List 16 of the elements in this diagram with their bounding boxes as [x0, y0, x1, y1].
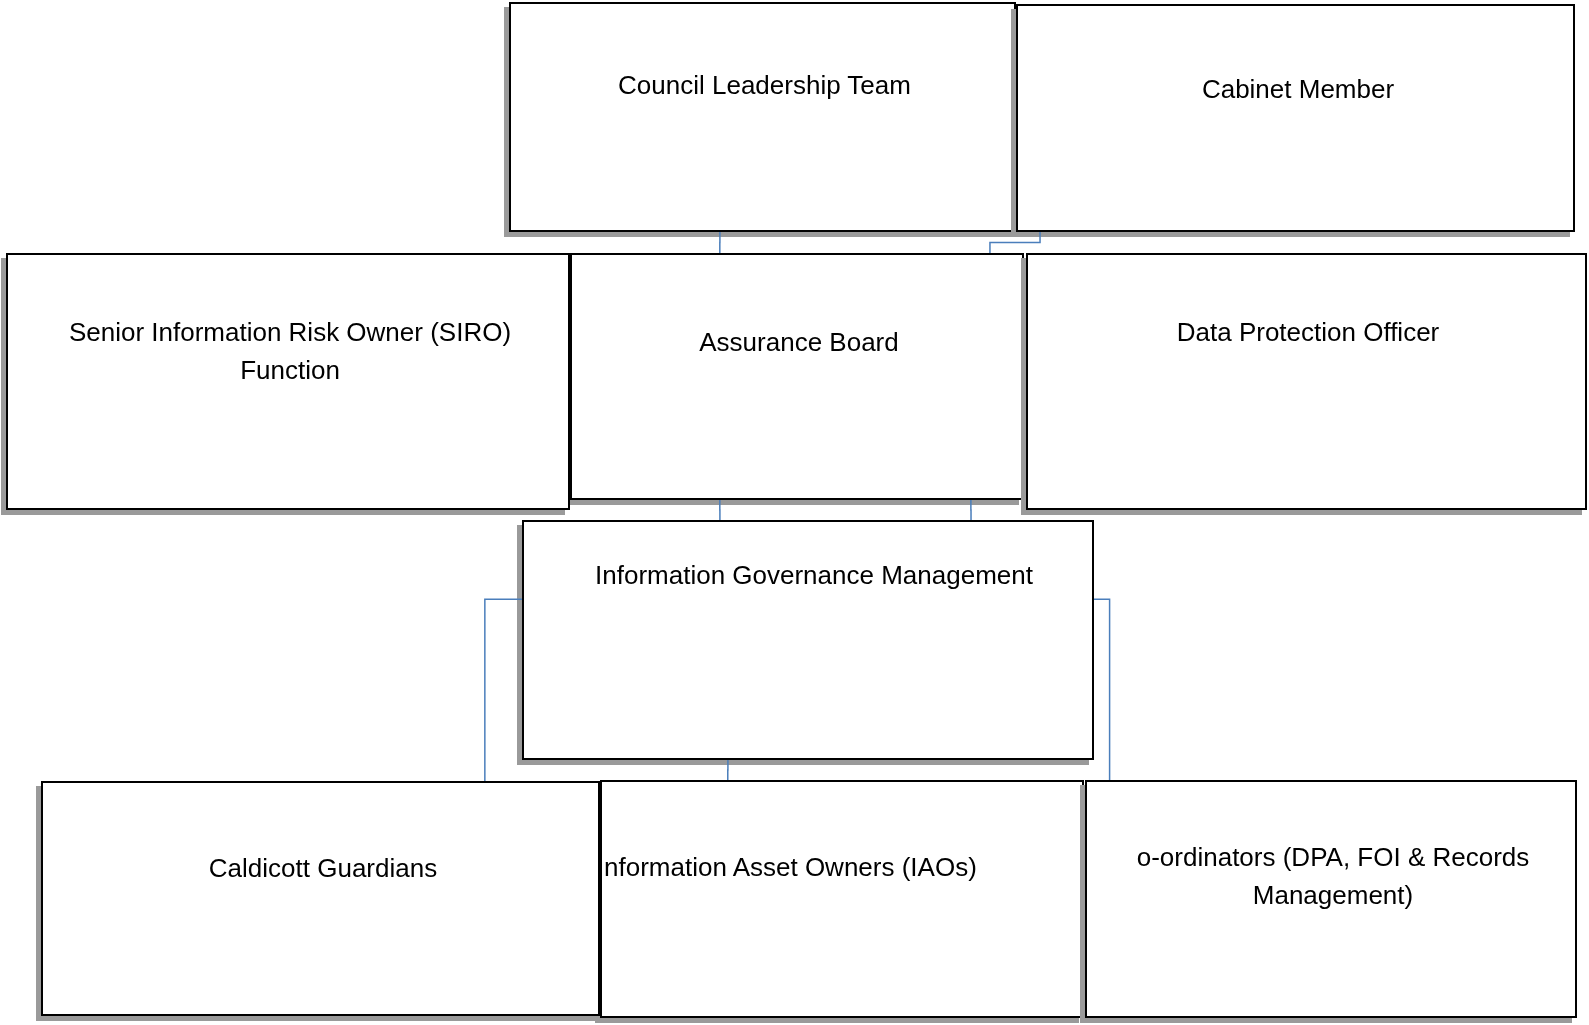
connector-line [484, 598, 523, 782]
box-label: o-ordinators (DPA, FOI & Records Management) [1135, 841, 1531, 912]
connector-line [727, 759, 729, 781]
connector-line [719, 231, 721, 254]
connector-line [989, 231, 1041, 254]
connector-line [719, 499, 721, 521]
box-label: Assurance Board [698, 326, 900, 359]
box-label: Caldicott Guardians [207, 852, 439, 885]
connector-line [970, 499, 972, 521]
box-label: Data Protection Officer [1175, 316, 1441, 349]
box-label: Information Governance Management [594, 559, 1034, 592]
box-label: Cabinet Member [1200, 73, 1396, 106]
box-label: Council Leadership Team [617, 69, 912, 102]
connector-line [1093, 598, 1111, 781]
box-label: nformation Asset Owners (IAOs) [604, 851, 978, 884]
box-label: Senior Information Risk Owner (SIRO) Function [67, 316, 513, 387]
